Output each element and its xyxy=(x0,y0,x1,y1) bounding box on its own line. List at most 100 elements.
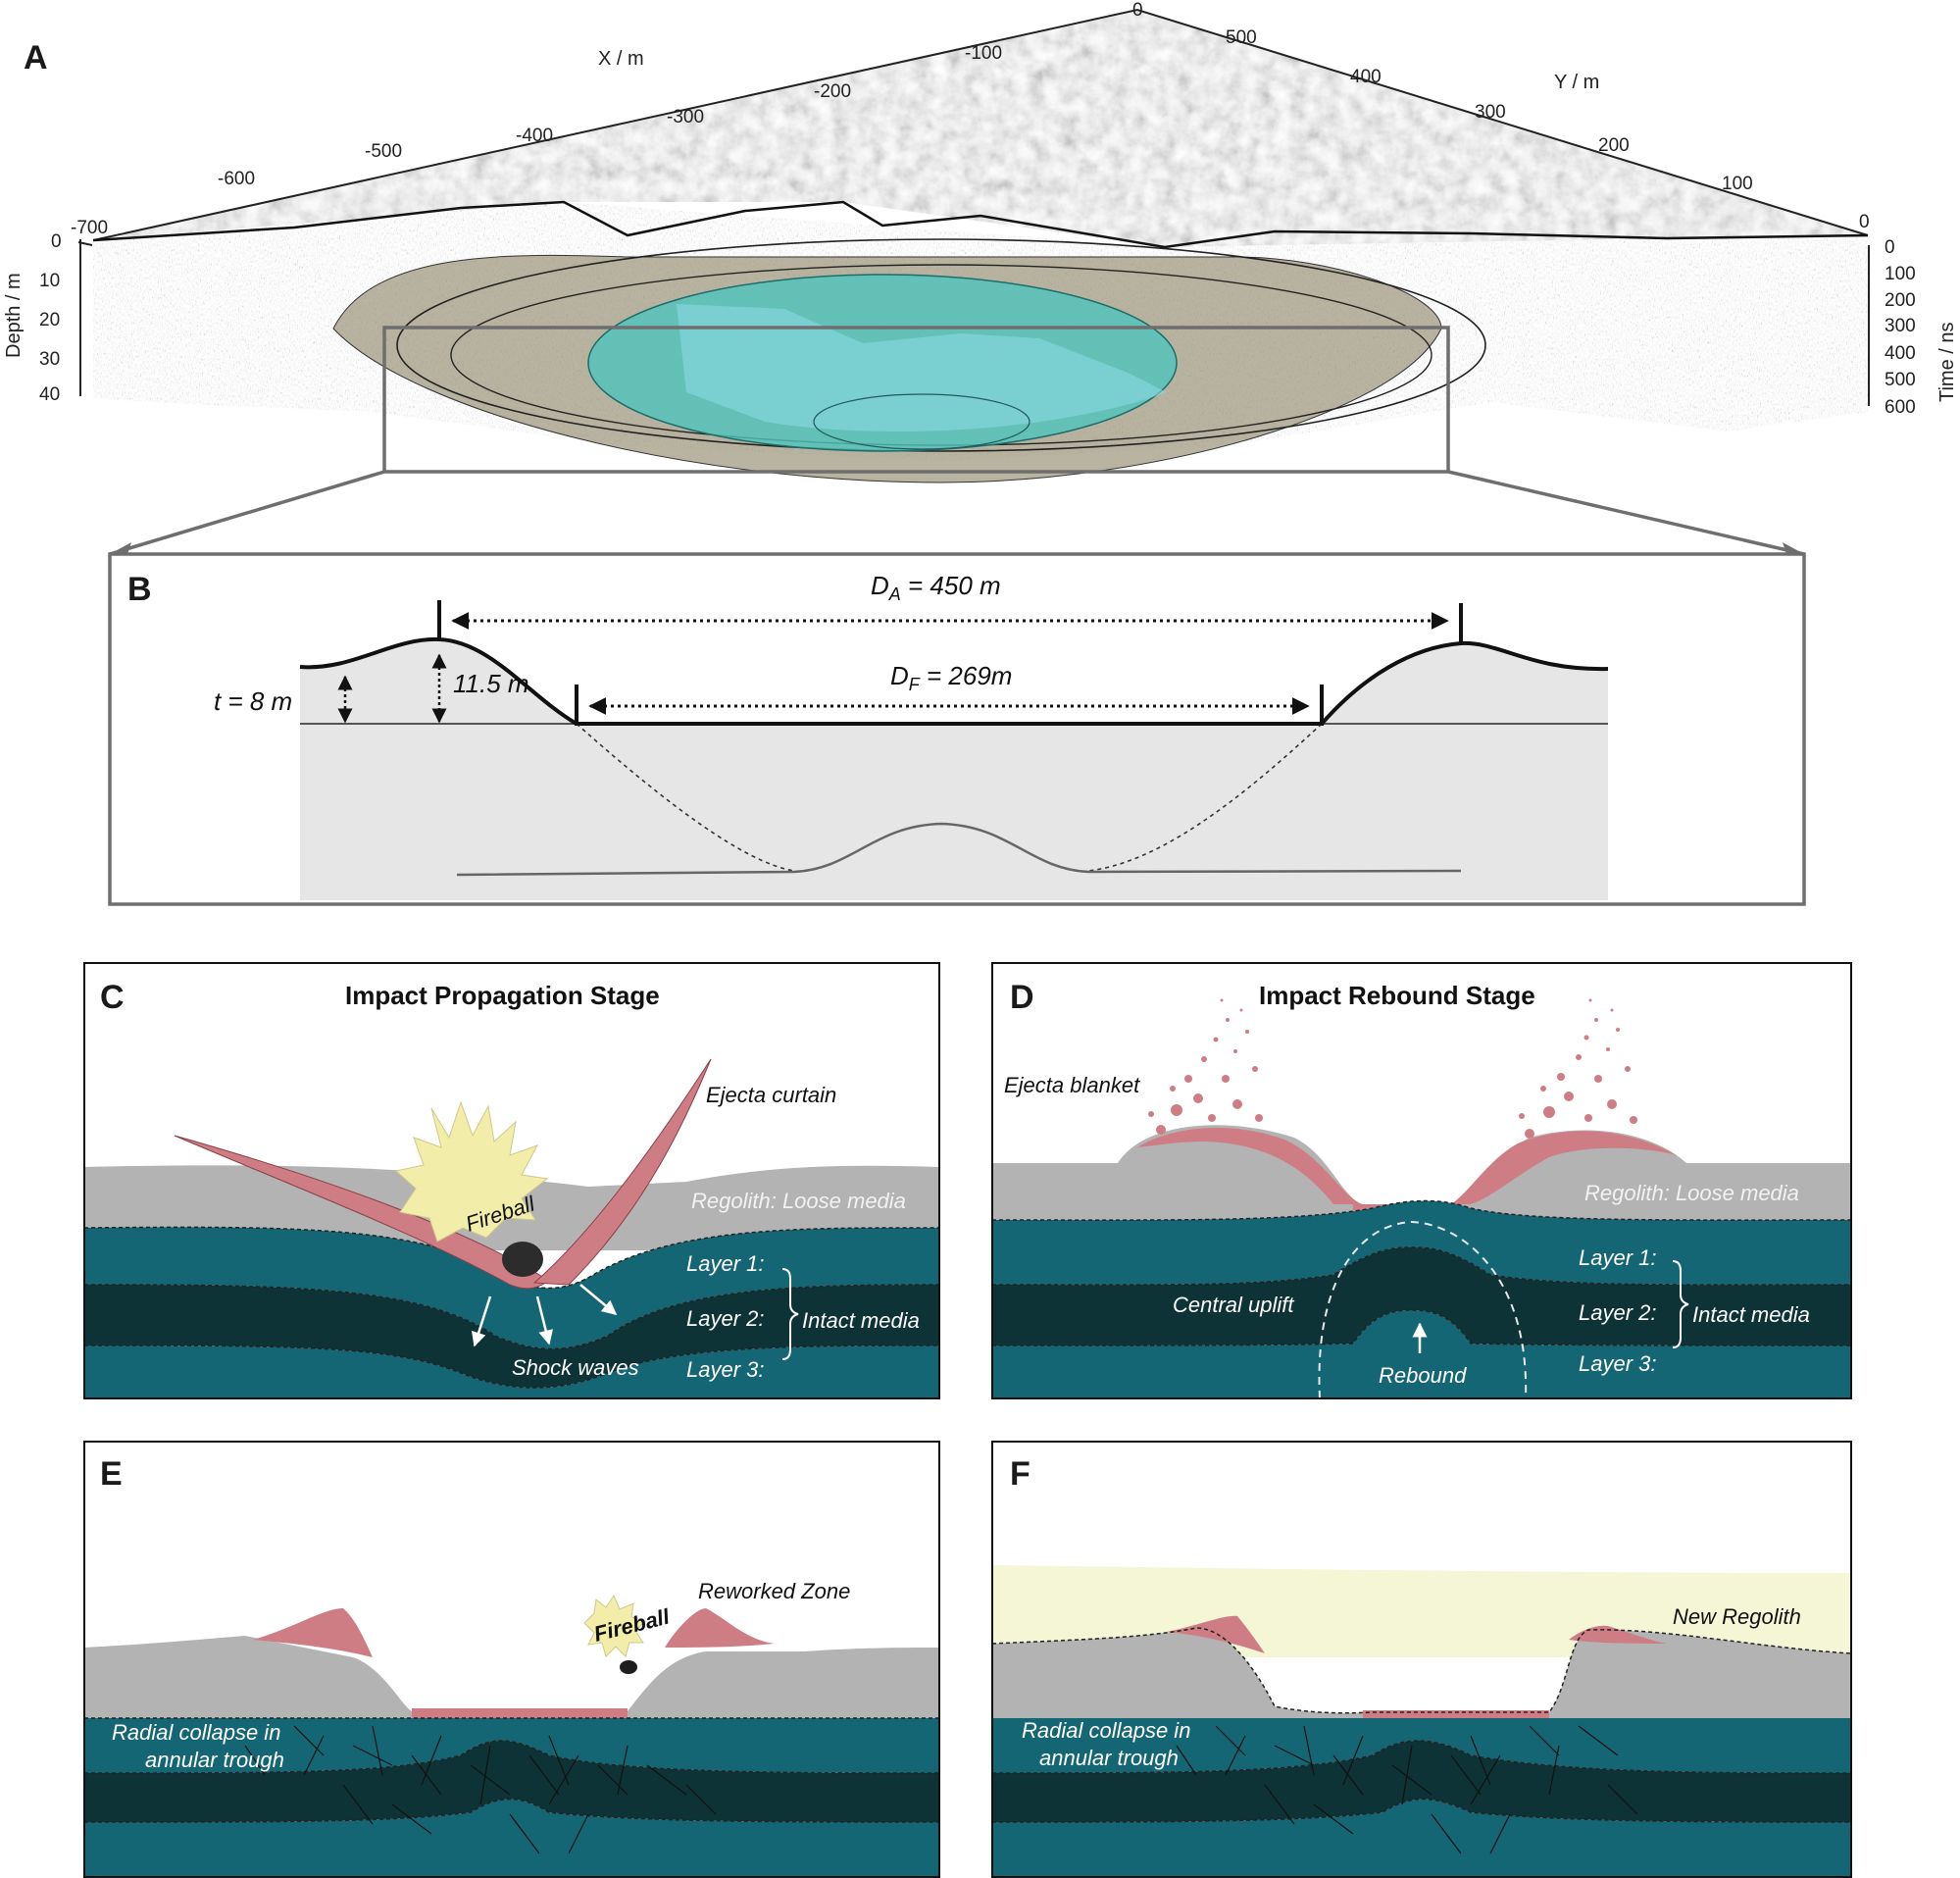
ejecta-particle xyxy=(1606,1047,1610,1051)
depth-axis: 0 10 20 30 40 Depth / m xyxy=(3,231,81,405)
panel-d-frame xyxy=(991,962,1852,1399)
time-tick-label: 0 xyxy=(1885,237,1895,258)
thickness-label: t = 8 m xyxy=(214,686,292,716)
shock-wave-arrow xyxy=(535,1295,554,1345)
ejecta-particles-left xyxy=(1148,998,1263,1135)
fracture-lines xyxy=(1176,1725,1638,1854)
ejecta-particle xyxy=(1170,1086,1176,1091)
layer-1 xyxy=(84,1227,939,1349)
layer-boundary xyxy=(83,1798,940,1823)
layer-3-label: Layer 3: xyxy=(686,1357,765,1382)
central-uplift-label: Central uplift xyxy=(1173,1293,1294,1317)
y-tick-label: 0 xyxy=(1859,212,1870,232)
layer-boundary xyxy=(83,1740,940,1774)
intact-media-label: Intact media xyxy=(1692,1302,1810,1327)
surface-boundary xyxy=(991,1627,1852,1714)
layer-3 xyxy=(992,1310,1851,1398)
da-prefix: D xyxy=(871,571,889,600)
ejecta-particle xyxy=(1607,1099,1617,1109)
ejecta-particle xyxy=(1594,1018,1598,1022)
y-tick-label: 500 xyxy=(1226,27,1257,48)
ejecta-blanket-left xyxy=(1137,1128,1363,1204)
ejecta-blanket-label: Ejecta blanket xyxy=(1004,1073,1140,1097)
rebound-label: Rebound xyxy=(1379,1363,1467,1388)
ejecta-particle xyxy=(1232,1099,1242,1109)
ejecta-particle xyxy=(1220,998,1224,1002)
panel-d-label: D xyxy=(1010,979,1034,1016)
rim-ejecta-left xyxy=(253,1608,373,1657)
regolith-layer xyxy=(992,1628,1851,1726)
transient-crater-left xyxy=(576,723,795,872)
panel-f-frame xyxy=(991,1441,1852,1878)
ejecta-particle xyxy=(1233,1049,1237,1053)
ejecta-particle xyxy=(1252,1066,1258,1072)
y-tick-label: 300 xyxy=(1475,102,1506,123)
x-tick-label: -200 xyxy=(814,81,851,102)
ejecta-particle xyxy=(1156,1125,1166,1135)
layer-1 xyxy=(992,1200,1851,1286)
x-tick-label: -400 xyxy=(516,126,553,146)
time-tick-label: 500 xyxy=(1885,370,1916,390)
depth-tick-label: 0 xyxy=(51,231,62,252)
ejecta-particle xyxy=(1610,1008,1614,1012)
depth-tick-label: 30 xyxy=(39,349,60,370)
df-prefix: D xyxy=(890,661,909,690)
layer-2-label: Layer 2: xyxy=(1579,1300,1657,1325)
x-tick-label: 0 xyxy=(1132,0,1143,21)
panel-a: A -700 -600 -500 -400 -300 -200 -100 xyxy=(3,0,1958,566)
panel-e-frame xyxy=(83,1441,940,1878)
fracture-path xyxy=(1176,1725,1638,1854)
panel-d: D Impact Rebound Stage Ejecta blanket Re… xyxy=(991,962,1852,1399)
ejecta-particle xyxy=(1193,1093,1203,1103)
layer-2 xyxy=(992,1741,1851,1822)
rim-ejecta-right xyxy=(665,1608,775,1648)
depth-tick-label: 20 xyxy=(39,310,60,330)
time-axis-title: Time / ns xyxy=(1936,323,1958,403)
layer-boundary xyxy=(991,1246,1852,1286)
zoom-box xyxy=(382,326,1450,474)
ejecta-particle xyxy=(1226,1018,1230,1022)
ejecta-particle xyxy=(1583,1035,1589,1041)
panel-c-frame xyxy=(83,962,940,1399)
df-label: DF = 269m xyxy=(890,661,1012,694)
collapse-label-line2: annular trough xyxy=(145,1748,284,1772)
ejecta-particle xyxy=(1557,1073,1565,1081)
layer-boundary xyxy=(991,1309,1852,1346)
ejecta-curtain-label: Ejecta curtain xyxy=(706,1083,836,1107)
layer-1-label: Layer 1: xyxy=(1579,1245,1657,1270)
time-tick-label: 200 xyxy=(1885,290,1916,311)
time-tick-label: 600 xyxy=(1885,397,1916,418)
depth-tick-label: 40 xyxy=(39,384,60,405)
x-tick-label: -500 xyxy=(365,141,402,162)
ejecta-particle xyxy=(1184,1075,1192,1083)
da-label: DA = 450 m xyxy=(871,571,1001,604)
ejecta-particle xyxy=(1576,1054,1582,1060)
fireball-shape xyxy=(394,1100,549,1243)
impactor xyxy=(620,1660,637,1674)
regolith-layer xyxy=(84,1636,939,1726)
ejecta-particle xyxy=(1616,1028,1620,1032)
layer-3 xyxy=(84,1799,939,1877)
shock-wave-arrow xyxy=(471,1295,492,1347)
layer-2 xyxy=(84,1285,939,1388)
collapse-label-line1: Radial collapse in xyxy=(1022,1718,1190,1743)
ejecta-particle xyxy=(1519,1113,1525,1119)
layer-boundary xyxy=(83,1345,940,1389)
panel-c-label: C xyxy=(100,979,125,1016)
floor-ejecta xyxy=(1363,1710,1549,1718)
ejecta-particle xyxy=(1208,1114,1216,1122)
panel-a-label: A xyxy=(24,39,48,76)
layer-3 xyxy=(992,1799,1851,1877)
central-peak-profile xyxy=(456,822,1462,877)
panel-e-label: E xyxy=(100,1455,123,1493)
panel-c-title: Impact Propagation Stage xyxy=(345,981,660,1010)
time-tick-label: 400 xyxy=(1885,343,1916,364)
ejecta-blanket-right xyxy=(1451,1131,1677,1204)
regolith-label: Regolith: Loose media xyxy=(1584,1181,1799,1205)
panel-b: B DA = 450 m DF = 269m t = 8 m 11.5 m xyxy=(108,552,1806,906)
panel-f: F New Regolith Radial collapse in annula… xyxy=(991,1441,1852,1878)
panel-e: E Reworked Zone Fireball Radial collapse… xyxy=(83,1441,940,1878)
collapse-label-line2: annular trough xyxy=(1039,1746,1179,1770)
layer-1 xyxy=(84,1718,939,1773)
